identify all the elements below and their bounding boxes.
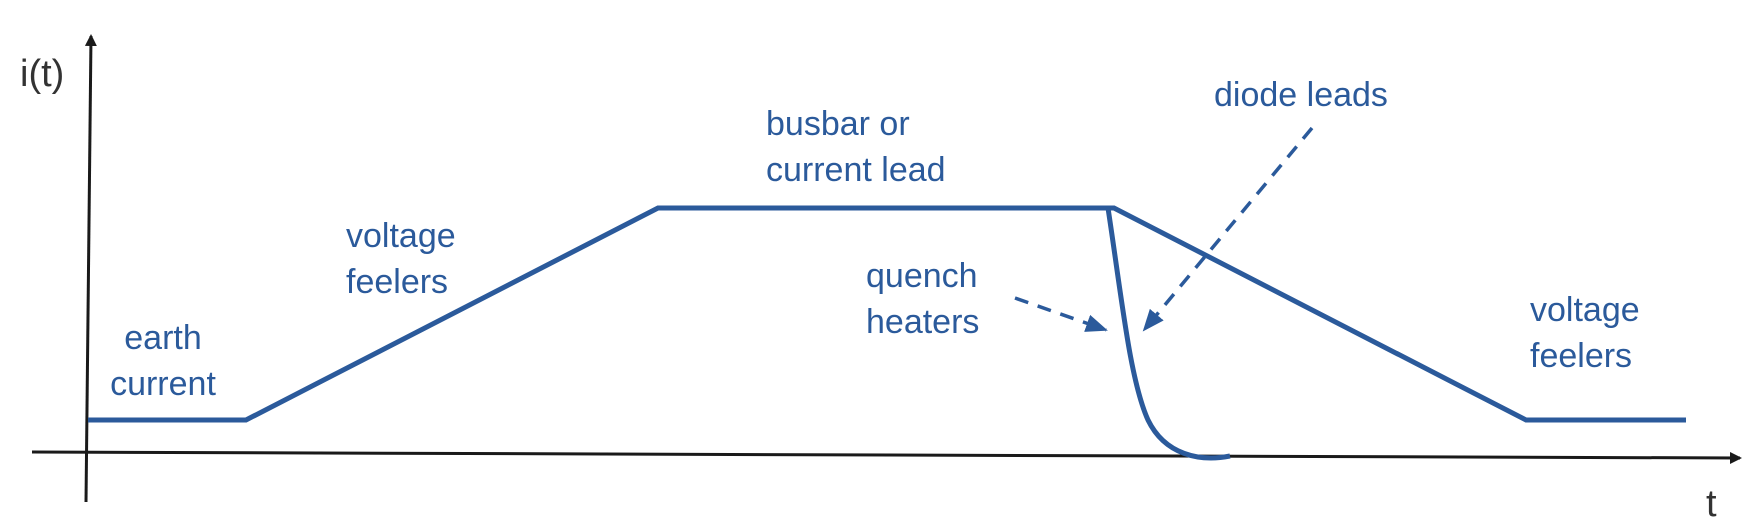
label-voltage-feelers-down-line1: voltage xyxy=(1530,291,1640,329)
label-quench-heaters-line2: heaters xyxy=(866,303,980,341)
quench-decay-curve xyxy=(1105,207,1231,461)
label-voltage-feelers-down: voltage feelers xyxy=(1530,287,1640,379)
label-earth-current: earth current xyxy=(96,315,230,407)
label-voltage-feelers-up-line2: feelers xyxy=(346,263,449,301)
label-busbar-current-lead: busbar or current lead xyxy=(766,101,946,193)
label-busbar-line2: current lead xyxy=(766,151,946,189)
label-voltage-feelers-down-line2: feelers xyxy=(1530,337,1633,375)
y-axis-label: i(t) xyxy=(20,53,65,95)
label-voltage-feelers-up-line1: voltage xyxy=(346,217,456,255)
label-diode-leads: diode leads xyxy=(1214,72,1388,118)
label-earth-current-line1: earth xyxy=(124,319,202,357)
label-diode-leads-line1: diode leads xyxy=(1214,76,1388,114)
current-ramp-profile xyxy=(88,205,1686,423)
x-axis xyxy=(31,450,1742,464)
label-quench-heaters: quench heaters xyxy=(866,253,979,345)
label-voltage-feelers-up: voltage feelers xyxy=(346,213,456,305)
y-axis xyxy=(84,34,97,503)
x-axis-label: t xyxy=(1706,483,1717,525)
label-busbar-line1: busbar or xyxy=(766,105,910,143)
diode-leads-arrow xyxy=(1142,126,1314,332)
label-quench-heaters-line1: quench xyxy=(866,257,978,295)
label-earth-current-line2: current xyxy=(110,365,216,403)
quench-heaters-arrow xyxy=(1014,296,1108,332)
